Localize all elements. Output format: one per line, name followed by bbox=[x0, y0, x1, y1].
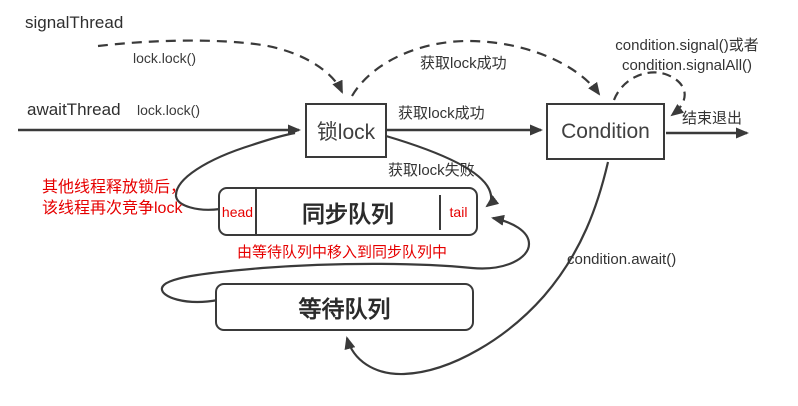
contend-note-line2: 该线程再次竞争lock bbox=[42, 200, 183, 217]
await-call-label: condition.await() bbox=[567, 251, 677, 268]
await-thread-label: awaitThread bbox=[27, 100, 121, 119]
acquire-success-mid-label: 获取lock成功 bbox=[398, 105, 485, 122]
signal-call-label: condition.signal()或者 condition.signalAll… bbox=[592, 36, 782, 76]
signal-lock-call-label: lock.lock() bbox=[133, 50, 197, 66]
sync-queue-title: 同步队列 bbox=[302, 200, 394, 227]
syncqueue-head-to-lock-edge bbox=[174, 131, 296, 211]
lock-fail-to-syncqueue-edge bbox=[385, 134, 500, 208]
acquire-fail-label: 获取lock失败 bbox=[388, 162, 475, 179]
signal-thread-label: signalThread bbox=[25, 13, 124, 32]
acquire-success-top-label: 获取lock成功 bbox=[420, 55, 507, 72]
waitqueue-to-syncqueue-tail-edge bbox=[160, 214, 531, 304]
condition-await-to-waitqueue-edge bbox=[344, 161, 610, 376]
wait-queue-title: 等待队列 bbox=[298, 296, 391, 322]
signal-to-lock-dashed-edge bbox=[97, 39, 344, 94]
contend-note: 其他线程释放锁后， 该线程再次竞争lock bbox=[42, 177, 186, 219]
move-note: 由等待队列中移入到同步队列中 bbox=[237, 244, 448, 261]
lock-node: 锁lock bbox=[305, 103, 387, 158]
exit-label: 结束退出 bbox=[682, 110, 743, 127]
sync-queue-divider-left bbox=[255, 189, 257, 234]
condition-node-label: Condition bbox=[561, 119, 650, 143]
condition-node: Condition bbox=[546, 103, 665, 160]
lock-to-condition-dashed-edge bbox=[351, 39, 601, 97]
sync-queue-head-label: head bbox=[221, 203, 254, 220]
lock-node-label: 锁lock bbox=[316, 120, 376, 144]
signal-call-line1: condition.signal()或者 bbox=[615, 37, 759, 54]
condition-signal-loop-edge bbox=[612, 71, 686, 117]
sync-queue-node: head 同步队列 tail bbox=[218, 187, 478, 236]
await-lock-call-label: lock.lock() bbox=[137, 102, 201, 118]
signal-call-line2: condition.signalAll() bbox=[621, 57, 753, 74]
contend-note-line1: 其他线程释放锁后， bbox=[42, 179, 187, 196]
sync-queue-tail-label: tail bbox=[449, 203, 468, 220]
wait-queue-node: 等待队列 bbox=[215, 283, 474, 331]
sync-queue-divider-right bbox=[439, 195, 441, 230]
